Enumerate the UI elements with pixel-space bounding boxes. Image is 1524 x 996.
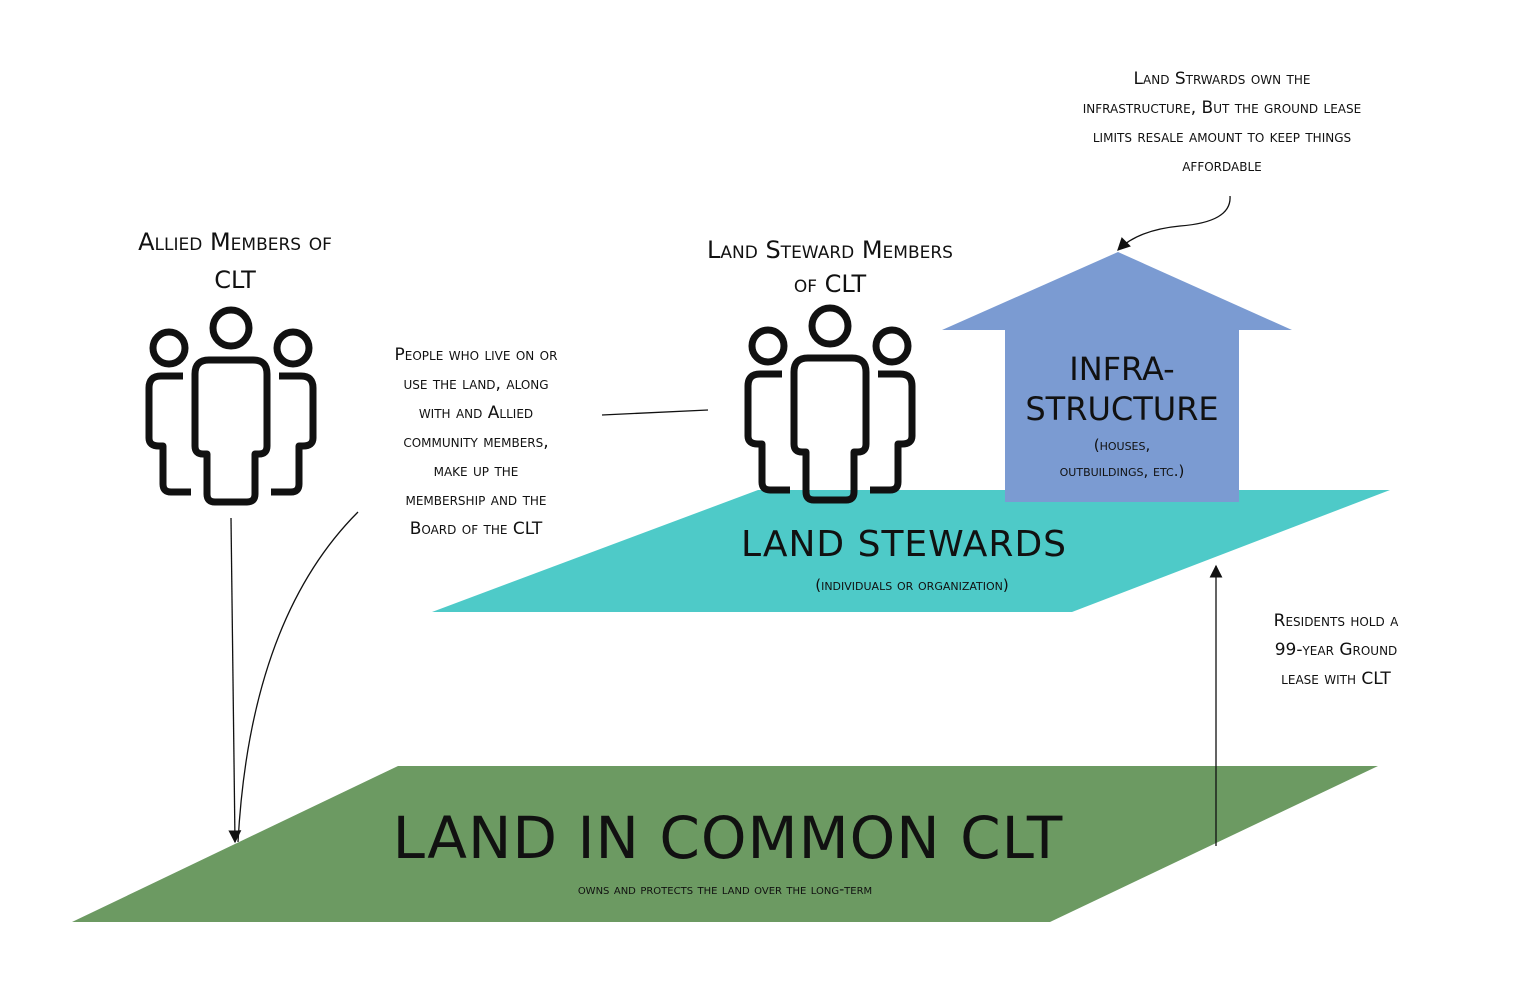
infrastructure-note-line: limits resale amount to keep things (1093, 127, 1351, 147)
infrastructure-sub-1: (houses, (1094, 436, 1151, 454)
membership-note-line: Board of the CLT (410, 519, 543, 539)
membership-note-line: with and Allied (419, 403, 533, 423)
allied-members-people-icon (149, 310, 313, 502)
infrastructure-note-line: affordable (1182, 156, 1262, 176)
infrastructure-note-line: infrastructure, But the ground lease (1083, 98, 1361, 118)
lease-note-line: 99-year Ground (1275, 640, 1398, 660)
allied-members-title-1: Allied Members of (138, 228, 332, 256)
land-in-common-title: LAND IN COMMON CLT (393, 804, 1064, 872)
infrastructure-note: Land Strwards own the infrastructure, But… (1083, 69, 1361, 176)
land-in-common-subtitle: owns and protects the land over the long… (578, 882, 872, 898)
membership-note-line: community members, (403, 432, 548, 452)
infrastructure-sub-2: outbuildings, etc.) (1060, 462, 1185, 480)
membership-note: People who live on or use the land, along… (395, 345, 558, 539)
land-stewards-plane (432, 490, 1390, 612)
membership-note-line: use the land, along (403, 374, 548, 394)
allied-to-land-arrow (228, 517, 242, 844)
allied-members-title-2: CLT (214, 266, 256, 294)
steward-members-people-icon (748, 308, 912, 500)
infrastructure-title-2: STRUCTURE (1025, 390, 1218, 428)
membership-note-line: membership and the (405, 490, 546, 510)
land-stewards-title: LAND STEWARDS (741, 524, 1067, 565)
membership-note-line: People who live on or (395, 345, 558, 365)
steward-members-title-1: Land Steward Members (707, 236, 953, 264)
land-in-common-plane (72, 766, 1378, 922)
lease-note: Residents hold a 99-year Ground lease with… (1274, 611, 1399, 689)
steward-members-title-2: of CLT (794, 270, 867, 298)
infrastructure-note-arrow (1117, 195, 1231, 251)
membership-note-line: make up the (434, 461, 519, 481)
note-to-land-arrow (237, 511, 359, 843)
land-stewards-subtitle: (individuals or organization) (815, 576, 1009, 594)
infrastructure-note-line: Land Strwards own the (1134, 69, 1311, 89)
membership-connector-line (601, 409, 709, 416)
infrastructure-title-1: INFRA- (1069, 350, 1174, 388)
house-icon (942, 252, 1292, 502)
lease-note-line: lease with CLT (1281, 669, 1391, 689)
lease-note-line: Residents hold a (1274, 611, 1399, 631)
